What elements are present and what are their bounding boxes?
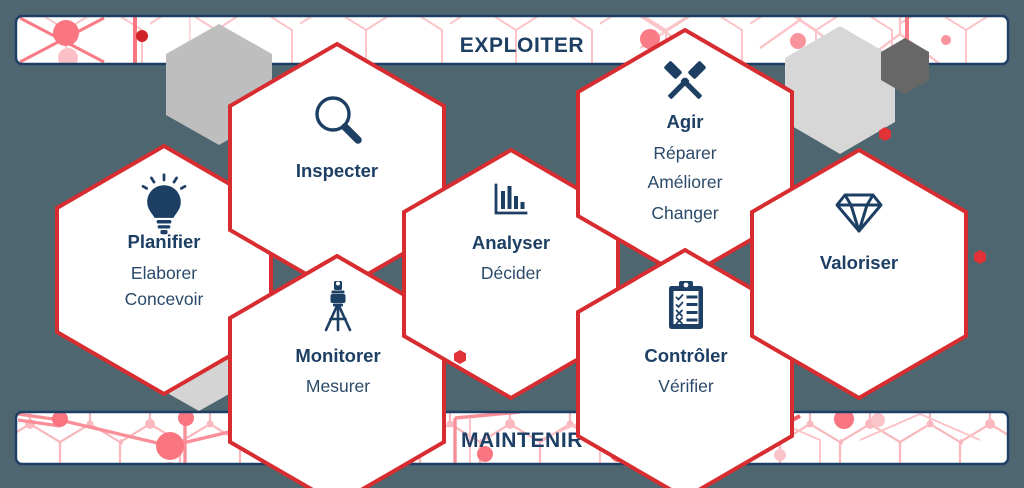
pattern-dot [53, 20, 79, 46]
hex-card-controler[interactable]: Contrôler Vérifier [576, 247, 794, 488]
theodolite-icon [324, 281, 352, 332]
hex-card-agir[interactable]: Agir Réparer Améliorer Changer [576, 27, 794, 281]
decor-hex-gray-right [785, 26, 895, 154]
accent-dot-right [974, 250, 986, 264]
banner-top-label: EXPLOITER [460, 34, 584, 57]
hex-line-monitorer-0: Mesurer [306, 376, 370, 396]
hex-title-controler: Contrôler [644, 345, 727, 366]
magnifier-icon [315, 96, 362, 144]
pattern-dot [136, 30, 148, 42]
hex-line-agir-2: Changer [651, 203, 718, 223]
hex-title-planifier: Planifier [128, 231, 201, 252]
hex-line-planifier-1: Concevoir [125, 289, 204, 309]
banner-bottom-label: MAINTENIR [461, 429, 583, 452]
hex-title-monitorer: Monitorer [295, 345, 380, 366]
pattern-dot [790, 33, 806, 49]
hex-card-monitorer[interactable]: Monitorer Mesurer [228, 253, 446, 488]
hex-title-valoriser: Valoriser [820, 252, 898, 273]
banner-bottom-pattern [16, 412, 1008, 464]
hex-line-agir-0: Réparer [653, 143, 716, 163]
hex-line-planifier-0: Elaborer [131, 263, 197, 283]
accent-dot-upper-right [879, 127, 891, 141]
clipboard-check-icon [669, 281, 703, 329]
hex-shape-valoriser [750, 147, 968, 401]
banner-bottom-border [14, 410, 1010, 466]
hex-title-agir: Agir [667, 111, 704, 132]
pattern-dot [941, 35, 951, 45]
hex-title-analyser: Analyser [472, 232, 550, 253]
hex-card-valoriser[interactable]: Valoriser [750, 147, 968, 401]
crossed-hammers-icon [664, 61, 706, 99]
pattern-dot [162, 413, 885, 464]
hex-line-agir-1: Améliorer [648, 172, 723, 192]
banner-top-border [14, 14, 1010, 66]
hex-line-controler-0: Vérifier [658, 376, 714, 396]
decor-hex-darkgray [881, 38, 929, 94]
hex-card-planifier[interactable]: Planifier Elaborer Concevoir [55, 143, 273, 397]
hex-line-analyser-0: Décider [481, 263, 541, 283]
bar-chart-icon [494, 183, 528, 215]
hex-title-inspecter: Inspecter [296, 160, 378, 181]
accent-dot-center [454, 350, 466, 364]
pattern-dot [640, 29, 660, 49]
diamond-icon [835, 193, 883, 233]
lightbulb-icon [141, 173, 187, 235]
